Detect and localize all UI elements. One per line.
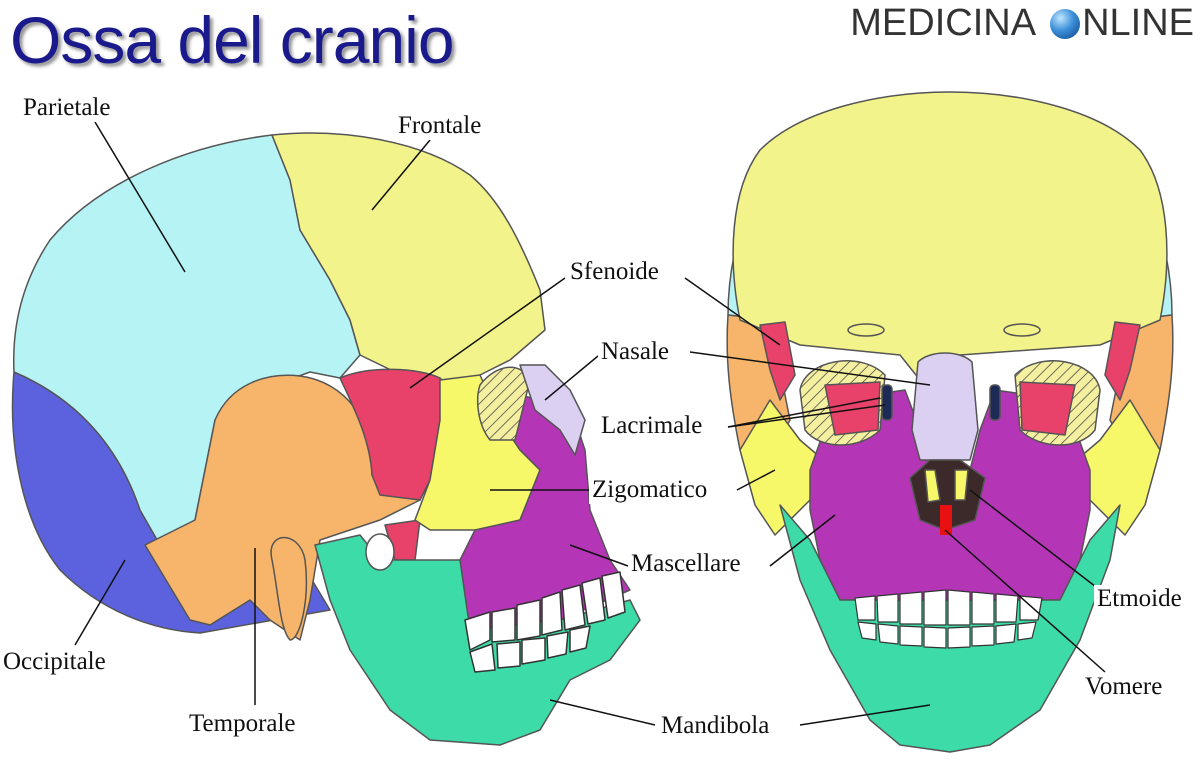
front-frontale-bone	[733, 92, 1167, 380]
label-nasale: Nasale	[598, 338, 672, 366]
label-vomere: Vomere	[1082, 673, 1165, 701]
label-zigomatico: Zigomatico	[589, 476, 710, 504]
frontal-teeth	[855, 590, 1042, 648]
lacrimale-right	[990, 385, 1000, 420]
supraorbital-left	[848, 324, 884, 336]
label-mascellare: Mascellare	[628, 550, 744, 578]
label-mandibola: Mandibola	[658, 712, 772, 740]
lacrimale-left	[882, 385, 892, 420]
label-temporale: Temporale	[186, 710, 299, 738]
label-sfenoide: Sfenoide	[567, 258, 662, 286]
frontal-skull	[727, 92, 1173, 752]
label-occipitale: Occipitale	[0, 648, 109, 676]
front-nasale-bone	[912, 353, 978, 460]
label-frontale: Frontale	[395, 112, 484, 140]
line-mandibola	[550, 700, 655, 725]
orbit-inner-left	[825, 382, 880, 435]
orbit-inner-right	[1020, 382, 1075, 435]
mandible-condyle-gap	[366, 534, 394, 570]
label-parietale: Parietale	[20, 94, 113, 122]
label-etmoide: Etmoide	[1094, 585, 1185, 613]
label-lacrimale: Lacrimale	[598, 412, 705, 440]
supraorbital-right	[1004, 324, 1040, 336]
